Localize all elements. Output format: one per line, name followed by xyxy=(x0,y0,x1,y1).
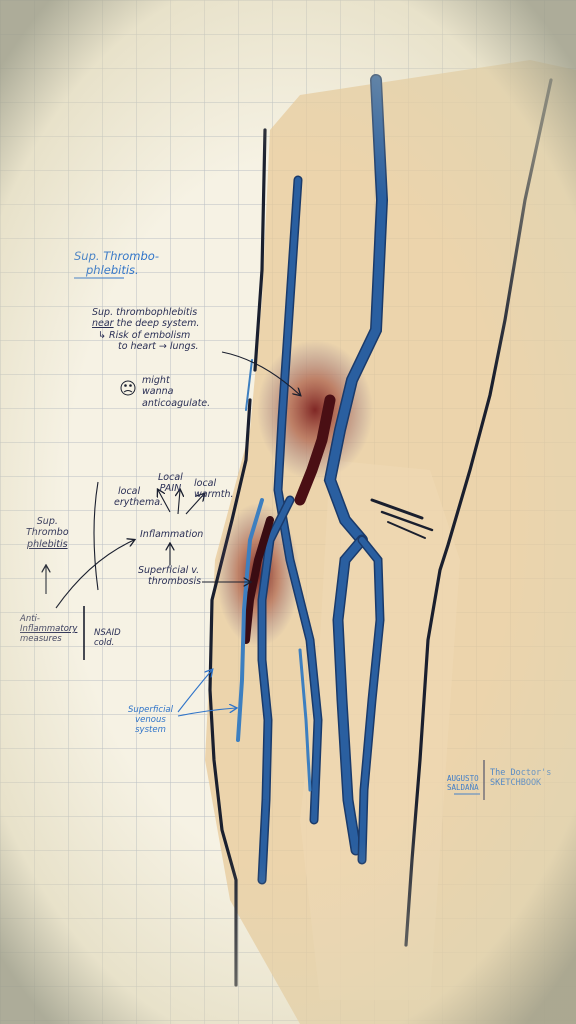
risk-note-near: near xyxy=(92,318,114,330)
warmth-line-2: warmth. xyxy=(194,489,234,501)
title-line-1: Sup. Thrombo- xyxy=(74,249,159,263)
anticoag-line-1: might xyxy=(142,375,170,386)
venous-line-3: system xyxy=(135,725,166,736)
brand-line-2: SKETCHBOOK xyxy=(490,778,542,789)
sup-thrombo-line-2: Thrombo xyxy=(26,527,69,539)
title-line-2: phlebitis. xyxy=(86,262,139,277)
diagram-title: Sup. Thrombo- phlebitis. xyxy=(74,249,159,278)
venous-line-1: Superficial xyxy=(128,705,173,715)
sign-local-warmth: local warmth. xyxy=(194,478,234,501)
venous-line-2: venous xyxy=(135,715,166,726)
measures-line-1: Anti- xyxy=(20,614,40,624)
nsaid-line-1: NSAID xyxy=(94,628,121,638)
anticoagulate-note: might wanna anticoagulate. xyxy=(142,375,210,409)
nsaid-cold-note: NSAID cold. xyxy=(94,628,121,648)
sign-local-erythema: local erythema. xyxy=(114,486,163,509)
superficial-venous-system-label: Superficial venous system xyxy=(128,705,173,736)
erythema-line-1: local xyxy=(118,486,141,497)
anticoag-line-3: anticoagulate. xyxy=(142,397,211,409)
risk-note-line-3: ↳ Risk of embolism xyxy=(98,329,191,341)
measures-line-3: measures xyxy=(20,634,62,645)
author-line-2: SALDAÑA xyxy=(447,783,479,792)
thrombosis-line-2: thrombosis xyxy=(148,576,202,588)
sup-thrombo-line-1: Sup. xyxy=(36,516,58,527)
author-line-1: AUGUSTO xyxy=(447,774,479,783)
anti-inflammatory-measures: Anti- Inflammatory measures xyxy=(20,614,77,645)
anticoag-line-2: wanna xyxy=(142,386,174,398)
embolism-risk-note: Sup. thrombophlebitis near the deep syst… xyxy=(92,307,199,353)
risk-note-line-4: to heart → lungs. xyxy=(118,341,199,353)
measures-line-2: Inflammatory xyxy=(20,624,78,635)
erythema-line-2: erythema. xyxy=(114,497,164,509)
sup-thrombo-line-3: phlebitis xyxy=(27,538,68,550)
author-credit: AUGUSTO SALDAÑA xyxy=(447,774,479,792)
inflammation-label: Inflammation xyxy=(140,529,204,540)
sign-local-pain: Local PAIN xyxy=(158,472,183,495)
superficial-thrombosis-label: Superficial v. thrombosis xyxy=(138,565,201,588)
risk-note-line-1: Sup. thrombophlebitis xyxy=(92,307,198,318)
warmth-line-1: local xyxy=(194,478,217,489)
thrombosis-line-1: Superficial v. xyxy=(138,565,200,576)
sketchbook-brand: The Doctor's SKETCHBOOK xyxy=(490,768,551,788)
sup-thrombophlebitis-label: Sup. Thrombo phlebitis xyxy=(26,516,69,550)
pain-line-1: Local xyxy=(158,472,183,483)
brand-line-1: The Doctor's xyxy=(490,768,552,778)
pain-line-2: PAIN xyxy=(159,483,182,495)
risk-note-line-2: the deep system. xyxy=(113,318,200,330)
nsaid-line-2: cold. xyxy=(94,638,115,649)
